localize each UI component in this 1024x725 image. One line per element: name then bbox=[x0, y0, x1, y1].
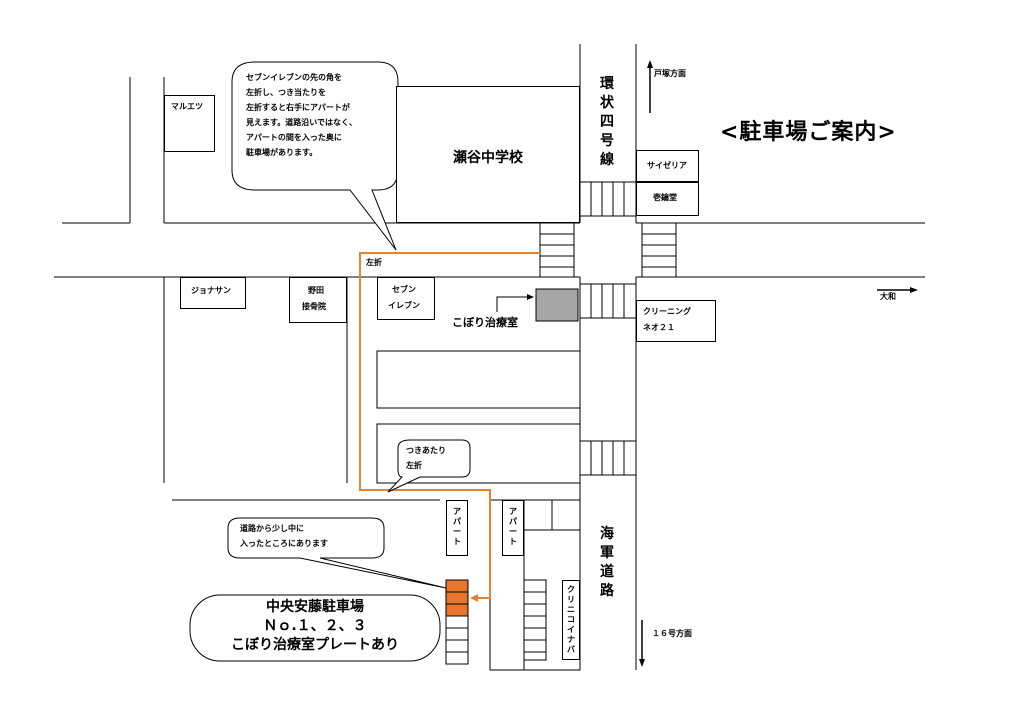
callout-top: セブンイレブンの先の角を 左折し、つき当たりを 左折すると右手にアパートが 見え… bbox=[246, 73, 357, 157]
landmark-jonathan: ジョナサン bbox=[180, 277, 246, 309]
landmark-apartment-1: アパート bbox=[446, 500, 468, 556]
road-label-kaigun: 海軍道路 bbox=[600, 526, 614, 599]
landmark-clinic-label: こぼり治療室 bbox=[452, 316, 518, 329]
road-label-kanjo4: 環状四号線 bbox=[600, 76, 614, 168]
landmark-apartment-2: アパート bbox=[502, 500, 524, 556]
callout-middle: つきあたり 左折 bbox=[406, 446, 446, 470]
landmark-maruetsu: マルエツ bbox=[164, 95, 215, 152]
callout-lower: 道路から少し中に 入ったところにあります bbox=[240, 524, 328, 548]
direction-arrows bbox=[639, 60, 918, 667]
landmark-noda-clinic: 野田 接骨院 bbox=[289, 277, 347, 323]
callout-shapes bbox=[189, 61, 471, 662]
parking-note: こぼり治療室プレートあり bbox=[231, 637, 399, 653]
landmark-saizeriya: サイゼリア bbox=[636, 150, 699, 182]
parking-numbers: Ｎｏ.１、２、３ bbox=[263, 618, 367, 634]
direction-totsuka: 戸塚方面 bbox=[654, 69, 686, 78]
page-title: <駐車場ご案内> bbox=[720, 120, 897, 145]
clinic-marker bbox=[535, 288, 579, 322]
parking-slots bbox=[445, 579, 469, 665]
direction-route16: １６号方面 bbox=[652, 629, 692, 638]
crosswalks bbox=[539, 181, 677, 476]
parking-name: 中央安藤駐車場 bbox=[266, 599, 364, 615]
landmark-seven-eleven: セブン イレブン bbox=[377, 277, 435, 320]
callout-parking: 中央安藤駐車場 Ｎｏ.１、２、３ こぼり治療室プレートあり bbox=[190, 598, 440, 655]
route-line bbox=[359, 252, 540, 599]
landmark-cleaning-neo21: クリーニング ネオ２１ bbox=[636, 300, 716, 342]
landmark-school: 瀬谷中学校 bbox=[396, 86, 580, 223]
direction-yamato: 大和 bbox=[880, 292, 896, 301]
landmark-ichirindo: 壱鑰堂 bbox=[636, 182, 699, 216]
route-turn-label: 左折 bbox=[366, 258, 382, 267]
landmark-clinic-inaba: クリニコイナバ bbox=[562, 580, 580, 660]
